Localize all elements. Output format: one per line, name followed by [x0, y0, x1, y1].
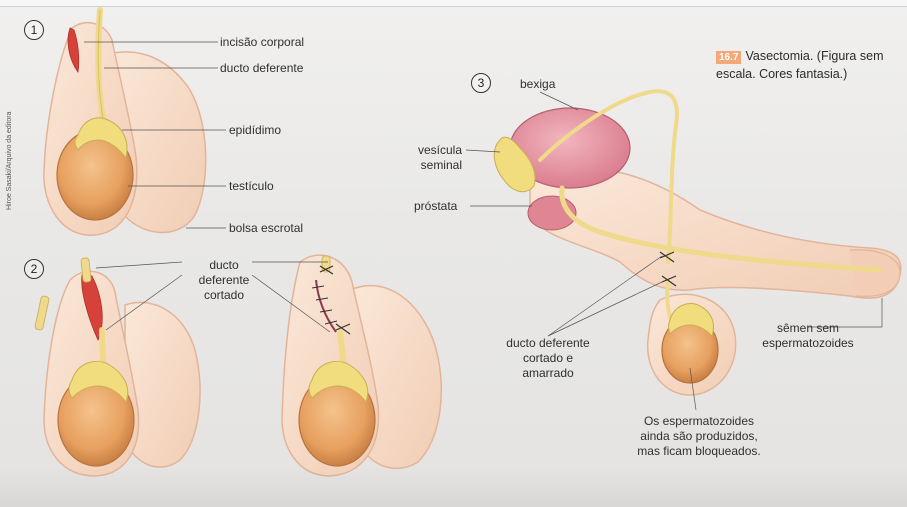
- label-line: mas ficam bloqueados.: [624, 444, 774, 459]
- label-line: espermatozoides: [752, 336, 864, 351]
- label-bexiga: bexiga: [520, 77, 555, 92]
- label-ducto-deferente: ducto deferente: [220, 61, 303, 76]
- label-line: amarrado: [492, 366, 604, 381]
- label-line: ducto deferente: [492, 336, 604, 351]
- label-epididimo: epidídimo: [229, 123, 281, 138]
- panel-2-left-art: [35, 258, 200, 476]
- image-credit: Hiroe Sasaki/Arquivo da editora: [6, 112, 13, 210]
- label-line: Os espermatozoides: [624, 414, 774, 429]
- label-ducto-cortado-amarrado: ducto deferente cortado e amarrado: [492, 336, 604, 381]
- label-line: ainda são produzidos,: [624, 429, 774, 444]
- figure-number-badge: 16.7: [716, 51, 741, 64]
- label-vesicula-seminal: vesícula seminal: [404, 143, 462, 173]
- label-line: seminal: [404, 158, 462, 173]
- label-prostata: próstata: [414, 199, 457, 214]
- label-line: vesícula: [404, 143, 462, 158]
- figure-caption: 16.7Vasectomia. (Figura sem escala. Core…: [716, 48, 896, 82]
- step-1-number: 1: [24, 20, 44, 40]
- label-line: cortado e: [492, 351, 604, 366]
- label-line: deferente: [190, 273, 258, 288]
- step-2-number: 2: [24, 259, 44, 279]
- label-incisao-corporal: incisão corporal: [220, 35, 304, 50]
- label-line: cortado: [190, 288, 258, 303]
- panel-2-right-art: [252, 255, 441, 476]
- label-ducto-deferente-cortado: ducto deferente cortado: [190, 258, 258, 303]
- page-shadow: [0, 467, 907, 507]
- label-line: ducto: [190, 258, 258, 273]
- panel-1-art: [44, 10, 226, 235]
- step-3-number: 3: [471, 73, 491, 93]
- label-bolsa-escrotal: bolsa escrotal: [229, 221, 303, 236]
- label-semen-sem-espermatozoides: sêmen sem espermatozoides: [752, 321, 864, 351]
- label-testiculo: testículo: [229, 179, 274, 194]
- caption-text: Vasectomia. (Figura sem escala. Cores fa…: [716, 49, 883, 81]
- label-line: sêmen sem: [752, 321, 864, 336]
- panel2-duct-removed: [35, 296, 50, 331]
- label-espermatozoides-bloqueados: Os espermatozoides ainda são produzidos,…: [624, 414, 774, 459]
